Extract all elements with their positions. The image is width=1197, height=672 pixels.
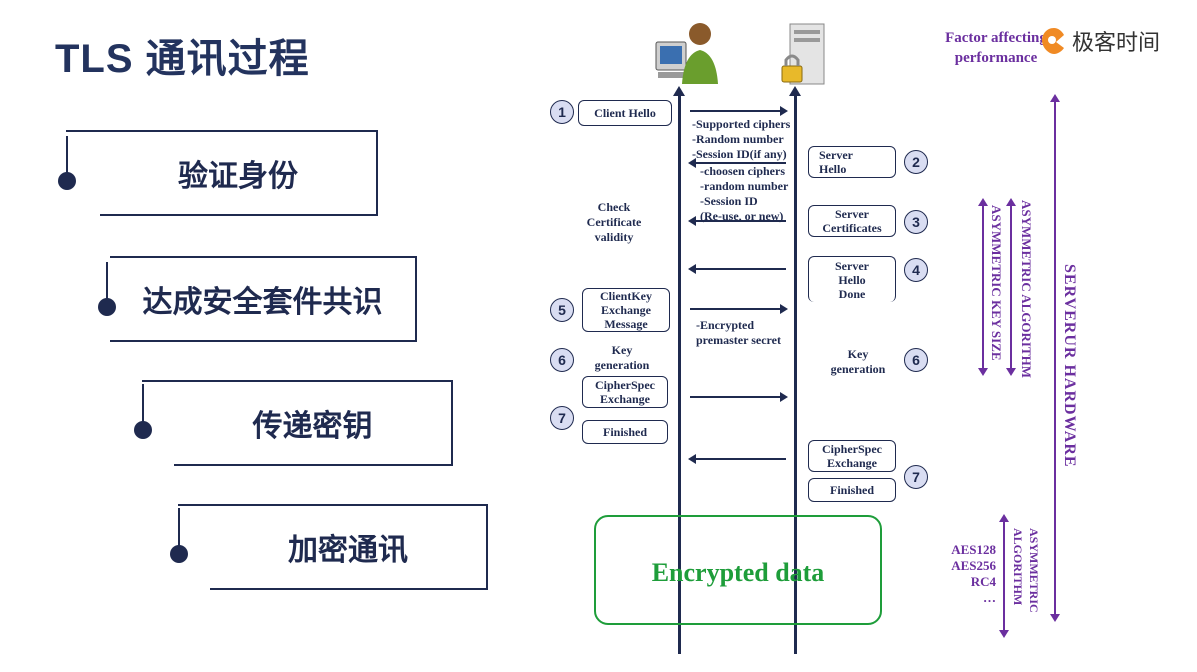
sym-algo-arrow [999,514,1009,638]
client-cipherspec-box: CipherSpec Exchange [582,376,668,408]
server-certificates-box: Server Certificates [808,205,896,237]
client-computer-user-icon [650,20,720,88]
clientkey-exchange-box: ClientKey Exchange Message [582,288,670,332]
arrow-server-to-client [688,264,786,274]
arrow-client-to-server [690,304,788,314]
step-bullet [134,421,152,439]
premaster-note: -Encrypted premaster secret [696,318,781,347]
encrypted-data-label: Encrypted data [651,558,825,587]
client-finished-box: Finished [582,420,668,444]
sym-algo-label-2: ALGORITHM [1011,528,1025,606]
asym-algo-label: ASYMMETRIC ALGORITHM [1019,200,1034,379]
step-label: 达成安全套件共识 [142,286,383,319]
asym-algo-arrow [1006,198,1016,376]
step-number: 5 [550,298,574,322]
page-title: TLS 通讯过程 [55,37,310,81]
server-timeline [794,94,797,654]
step-bullet [58,172,76,190]
step-number: 6 [550,348,574,372]
step-label: 传递密钥 [252,410,373,443]
server-finished-box: Finished [808,478,896,502]
step-bullet [170,545,188,563]
client-timeline [678,94,681,654]
arrow-server-to-client [688,216,786,226]
server-lock-icon [778,22,828,88]
key-gen-client-note: Key generation [594,343,650,372]
step-number: 3 [904,210,928,234]
geekbang-logo: 极客时间 [1040,24,1160,58]
server-params-note: -choosen ciphers -random number -Session… [700,164,789,223]
sym-algo-label-1: ASYMMETRIC [1027,528,1041,613]
key-gen-server-note: Key generation [830,347,886,376]
asym-key-label: ASYMMETRIC KEY SIZE [989,205,1004,361]
client-hello-box: Client Hello [578,100,672,126]
step-number: 1 [550,100,574,124]
server-cipherspec-box: CipherSpec Exchange [808,440,896,472]
factor-label: Factor affecting performance [945,30,1047,66]
check-cert-note: Check Certificate validity [586,200,642,244]
step-number: 6 [904,348,928,372]
step-number: 7 [550,406,574,430]
arrow-client-to-server [690,392,788,402]
step-label: 加密通讯 [288,534,408,567]
server-hello-box: Server Hello [808,146,896,178]
arrow-client-to-server [690,106,788,116]
step-number: 2 [904,150,928,174]
encrypted-data-box [594,515,882,625]
hello-params-note: -Supported ciphers -Random number -Sessi… [692,117,791,161]
step-number: 7 [904,465,928,489]
arrow-server-to-client [688,454,786,464]
geekbang-logo-icon [1042,28,1064,54]
step-number: 4 [904,258,928,282]
arrow-server-to-client [688,158,786,168]
brand-name: 极客时间 [1072,30,1161,55]
hardware-arrow [1050,94,1060,622]
hardware-label: SERVERUR HARDWARE [1061,264,1078,468]
server-hello-done-box: Server Hello Done [808,256,896,302]
asym-key-arrow [978,198,988,376]
sym-list: AES128 AES256 RC4 … [951,542,996,605]
step-label: 验证身份 [178,160,298,193]
step-bullet [98,298,116,316]
